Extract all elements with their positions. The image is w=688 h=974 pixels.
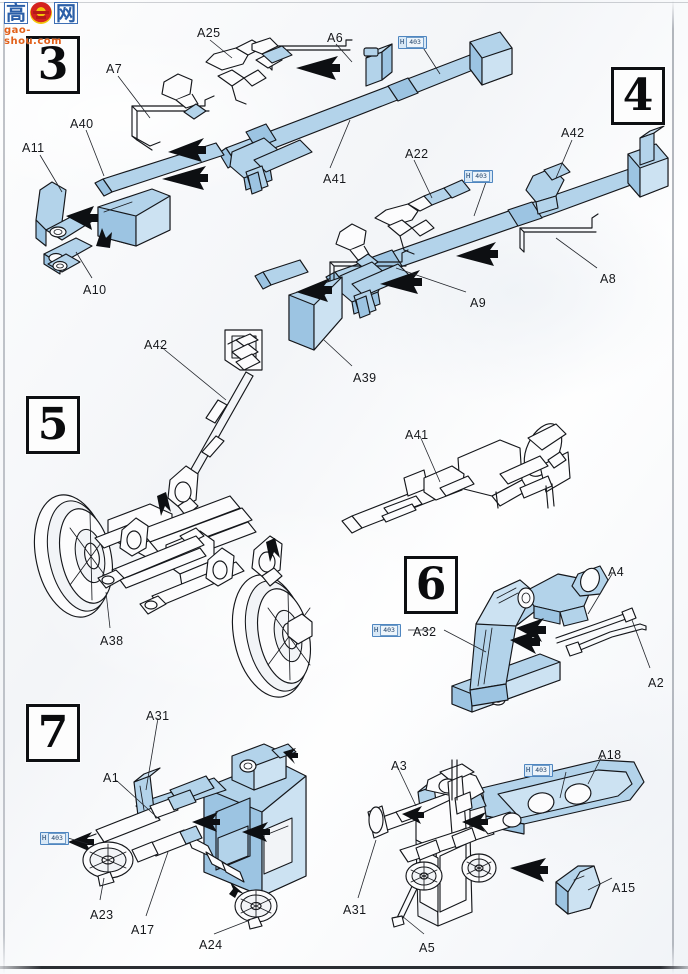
- lbl-a1: A1: [103, 771, 120, 785]
- step-number-7-text: 7: [37, 707, 69, 758]
- sprue-tag-4-prefix: H: [42, 834, 47, 842]
- lbl-a23: A23: [90, 908, 114, 922]
- page-edge-right: [672, 0, 674, 974]
- lbl-a15: A15: [612, 881, 636, 895]
- sprue-tag-2-prefix: H: [466, 172, 471, 180]
- step6-artwork: [451, 565, 647, 713]
- lbl-a17: A17: [131, 923, 155, 937]
- lbl-a31-top: A31: [146, 709, 170, 723]
- page-edge-bottom: [0, 966, 688, 969]
- sprue-tag-4: H 403: [40, 832, 69, 845]
- lbl-a22: A22: [405, 147, 429, 161]
- step-number-6: 6: [404, 556, 458, 614]
- sprue-tag-5: H 403: [524, 764, 553, 777]
- lbl-a8: A8: [600, 272, 617, 286]
- sprue-tag-1-prefix: H: [400, 38, 405, 46]
- sprue-tag-1-number: 403: [406, 37, 424, 48]
- lbl-a5: A5: [419, 941, 436, 955]
- step-number-3-text: 3: [37, 39, 69, 90]
- sprue-tag-4-number: 403: [48, 833, 66, 844]
- lbl-a18: A18: [598, 748, 622, 762]
- page-edge-left: [3, 0, 5, 974]
- sprue-tag-5-prefix: H: [526, 766, 531, 774]
- lbl-a42-top: A42: [561, 126, 585, 140]
- step-number-5: 5: [26, 396, 80, 454]
- lbl-a9: A9: [470, 296, 487, 310]
- step5-artwork: [33, 329, 571, 698]
- lbl-a32: A32: [413, 625, 437, 639]
- lbl-a38: A38: [100, 634, 124, 648]
- watermark-characters: 高 网: [2, 2, 88, 24]
- gaoshou-logo-icon: [30, 2, 52, 24]
- lbl-a6: A6: [327, 31, 344, 45]
- watermark-url: gao-shou.com: [4, 25, 63, 47]
- lbl-a42-mid: A42: [144, 338, 168, 352]
- site-watermark: 高 网 gao-shou.com: [2, 2, 88, 48]
- sprue-tag-2: H 403: [464, 170, 493, 183]
- step-number-7: 7: [26, 704, 80, 762]
- step-number-4: 4: [611, 67, 665, 125]
- step-number-5-text: 5: [37, 399, 69, 450]
- sprue-tag-3: H 403: [372, 624, 401, 637]
- lbl-a2: A2: [648, 676, 665, 690]
- lbl-a25: A25: [197, 26, 221, 40]
- watermark-char-left: 高: [4, 1, 28, 25]
- lbl-a41-mid: A41: [405, 428, 429, 442]
- lbl-a4: A4: [608, 565, 625, 579]
- sprue-tag-5-number: 403: [532, 765, 550, 776]
- lbl-a31-bot: A31: [343, 903, 367, 917]
- step-number-6-text: 6: [415, 559, 447, 610]
- sprue-tag-3-prefix: H: [374, 626, 379, 634]
- step-number-4-text: 4: [622, 70, 654, 121]
- lbl-a24: A24: [199, 938, 223, 952]
- step4-artwork: [254, 125, 669, 351]
- lbl-a41: A41: [323, 172, 347, 186]
- sprue-tag-2-number: 403: [472, 171, 490, 182]
- step7b-artwork: [367, 759, 645, 928]
- lbl-a3: A3: [391, 759, 408, 773]
- lbl-a7: A7: [106, 62, 123, 76]
- page-edge-top: [0, 2, 688, 3]
- lbl-a10: A10: [83, 283, 107, 297]
- watermark-char-right: 网: [54, 1, 78, 25]
- sprue-tag-3-number: 403: [380, 625, 398, 636]
- sprue-tag-1: H 403: [398, 36, 427, 49]
- lbl-a40: A40: [70, 117, 94, 131]
- lbl-a39: A39: [353, 371, 377, 385]
- lbl-a11: A11: [22, 141, 45, 155]
